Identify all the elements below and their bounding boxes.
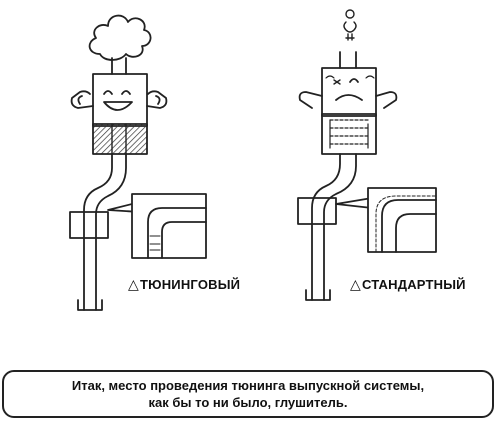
standard-label: △СТАНДАРТНЫЙ [350,276,466,293]
standard-inset [367,187,437,253]
standard-outlet [339,51,357,69]
tuning-muffler-figure [69,14,207,311]
standard-label-text: СТАНДАРТНЫЙ [361,277,466,292]
tuning-muffler-body [92,73,148,127]
right-arm [375,91,398,109]
smoke-cloud [88,14,152,61]
small-smoke-puff [343,9,357,41]
caption-line-2: как бы то ни было, глушитель. [148,395,348,410]
caption-box: Итак, место проведения тюнинга выпускной… [2,370,494,418]
left-arm [298,91,323,109]
tuning-label-text: ТЮНИНГОВЫЙ [139,277,241,292]
tuning-label: △ТЮНИНГОВЫЙ [128,276,240,293]
standard-muffler-body [321,67,377,117]
left-arm [70,90,94,109]
happy-face [103,90,133,111]
standard-muffler-figure [297,9,437,301]
caption-line-1: Итак, место проведения тюнинга выпускной… [71,378,425,393]
tailpipe-outlet [111,57,127,75]
right-arm [146,90,168,109]
standard-baffle-chamber [321,113,377,155]
tuning-straight-core [92,123,148,155]
worried-face [325,75,375,101]
triangle-icon: △ [128,276,139,292]
tuning-inset [131,193,207,259]
tuning-pipe [83,153,127,311]
tuning-flange [69,211,109,239]
standard-pipe [311,153,357,301]
standard-callout-pointer [335,197,373,209]
triangle-icon: △ [350,276,361,292]
standard-flange [297,197,337,225]
